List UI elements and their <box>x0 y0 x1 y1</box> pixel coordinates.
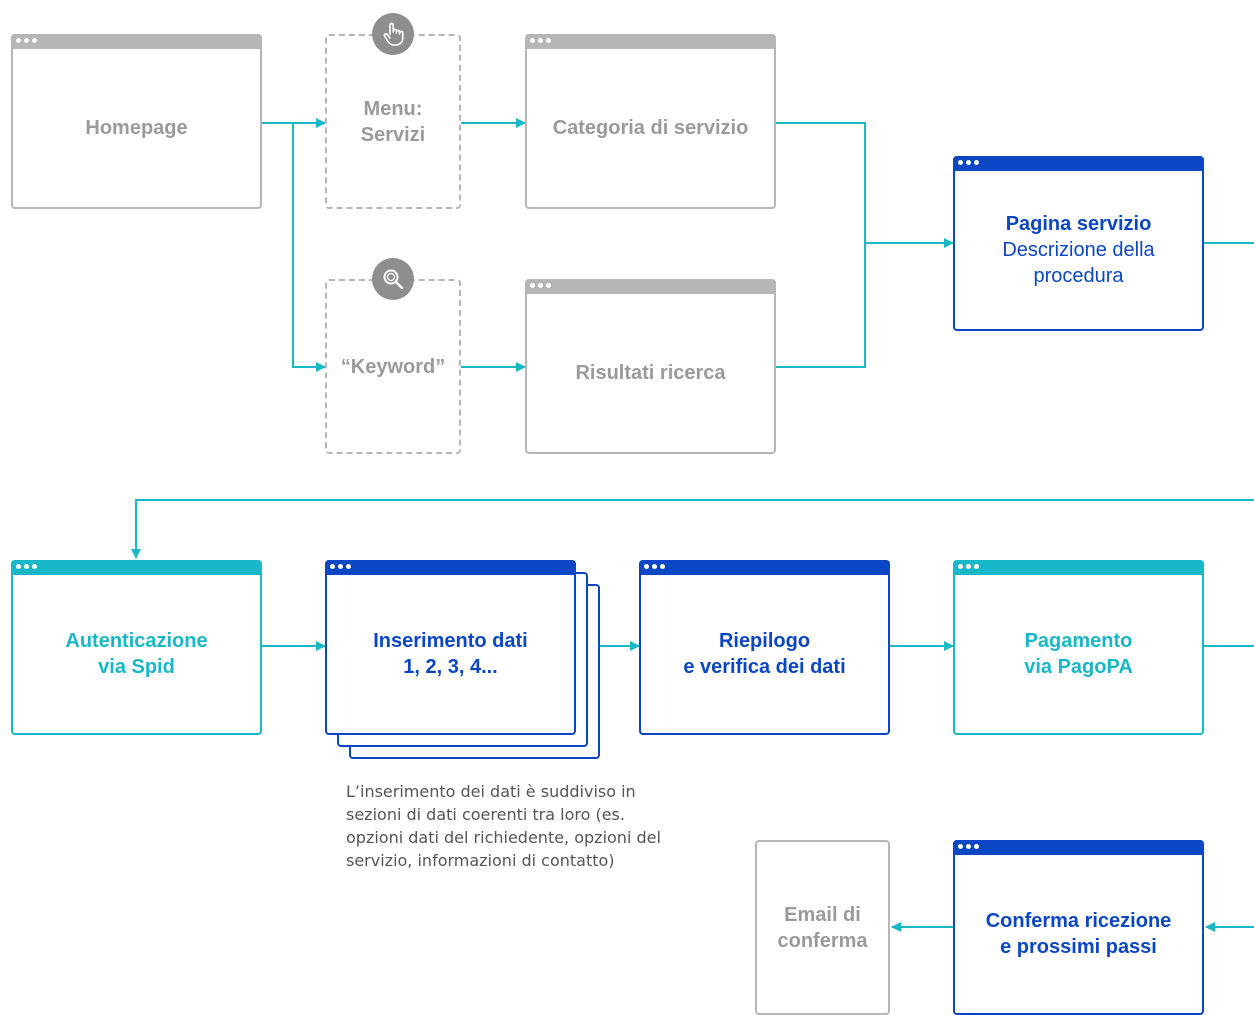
inserimento-window: Inserimento dati 1, 2, 3, 4... <box>325 560 576 735</box>
email-conferma-box: Email di conferma <box>755 840 890 1015</box>
inserimento-note: L’inserimento dei dati è suddiviso in se… <box>346 780 676 872</box>
connector-wrap-autenticazione <box>131 499 1254 559</box>
connector-risultati-merge <box>776 243 866 368</box>
riepilogo-line1: Riepilogo <box>718 630 811 652</box>
categoria-label: Categoria di servizio <box>552 117 749 139</box>
connector-homepage-keyword <box>292 123 326 372</box>
note-line4: servizio, informazioni di contatto) <box>346 851 615 870</box>
autenticazione-window: Autenticazione via Spid <box>11 560 262 735</box>
riepilogo-window: Riepilogo e verifica dei dati <box>639 560 890 735</box>
hand-pointer-icon <box>372 13 414 55</box>
email-line1: Email di <box>784 903 861 926</box>
risultati-label: Risultati ricerca <box>575 362 726 384</box>
autenticazione-line2: via Spid <box>98 656 175 678</box>
pagina-servizio-desc-line2: procedura <box>1033 265 1124 287</box>
keyword-label: “Keyword” <box>340 355 446 378</box>
conferma-line1: Conferma ricezione <box>985 910 1172 932</box>
homepage-label: Homepage <box>85 117 188 139</box>
pagina-servizio-desc-line1: Descrizione della <box>1002 239 1155 261</box>
conferma-line2: e prossimi passi <box>1000 936 1157 958</box>
connector-categoria-merge <box>776 122 866 243</box>
email-line2: conferma <box>777 929 868 952</box>
menu-servizi-box: Menu: Servizi <box>325 34 461 209</box>
riepilogo-line2: e verifica dei dati <box>683 656 846 678</box>
pagina-servizio-title: Pagina servizio <box>1005 213 1152 235</box>
inserimento-line1: Inserimento dati <box>373 630 528 652</box>
keyword-box: “Keyword” <box>325 279 461 454</box>
pagina-servizio-window: Pagina servizio Descrizione della proced… <box>953 156 1204 331</box>
homepage-window: Homepage <box>11 34 262 209</box>
pagamento-line2: via PagoPA <box>1024 656 1133 678</box>
conferma-window: Conferma ricezione e prossimi passi <box>953 840 1204 1015</box>
risultati-window: Risultati ricerca <box>525 279 776 454</box>
pagamento-line1: Pagamento <box>1024 630 1133 652</box>
note-line1: L’inserimento dei dati è suddiviso in <box>346 782 636 801</box>
note-line3: opzioni dati del richiedente, opzioni de… <box>346 828 661 847</box>
categoria-window: Categoria di servizio <box>525 34 776 209</box>
menu-label-line2: Servizi <box>360 123 426 146</box>
inserimento-line2: 1, 2, 3, 4... <box>403 656 498 678</box>
note-line2: sezioni di dati coerenti tra loro (es. <box>346 805 625 824</box>
autenticazione-line1: Autenticazione <box>65 630 208 652</box>
menu-label-line1: Menu: <box>363 97 423 120</box>
pagamento-window: Pagamento via PagoPA <box>953 560 1204 735</box>
search-icon <box>372 258 414 300</box>
